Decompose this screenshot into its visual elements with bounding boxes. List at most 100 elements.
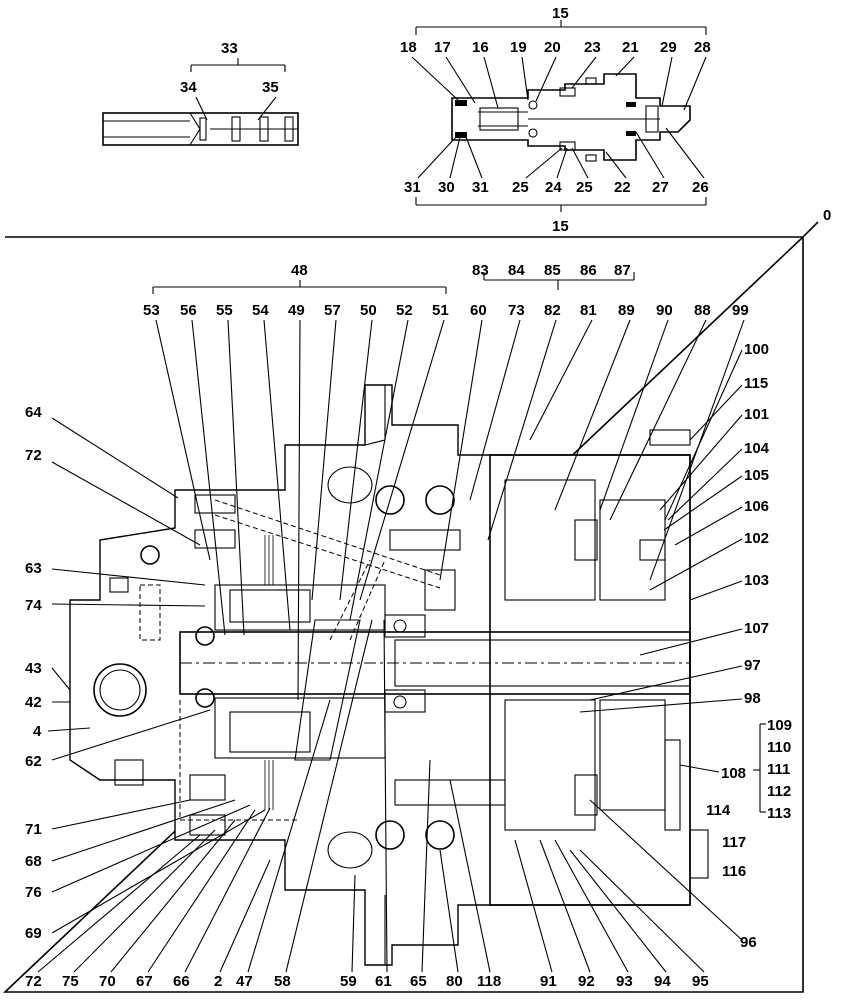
label-23: 23 <box>584 39 601 56</box>
label-19: 19 <box>510 39 527 56</box>
right-callouts: 100 115 101 104 105 106 102 103 107 97 9… <box>579 341 770 951</box>
label-4: 4 <box>33 723 42 740</box>
label-35: 35 <box>262 79 279 96</box>
label-113: 113 <box>767 805 791 822</box>
label-103: 103 <box>744 572 769 589</box>
label-71: 71 <box>25 821 42 838</box>
label-94: 94 <box>654 973 671 990</box>
label-26: 26 <box>692 179 709 196</box>
group-bracket-48: 48 <box>152 262 447 294</box>
label-82: 82 <box>544 302 561 319</box>
label-72-left: 72 <box>25 447 42 464</box>
label-52: 52 <box>396 302 413 319</box>
label-16: 16 <box>472 39 489 56</box>
label-76: 76 <box>25 884 42 901</box>
label-67: 67 <box>136 973 153 990</box>
label-51: 51 <box>432 302 449 319</box>
label-31a: 31 <box>404 179 421 196</box>
label-55: 55 <box>216 302 233 319</box>
label-81: 81 <box>580 302 597 319</box>
label-112: 112 <box>767 783 791 800</box>
label-93: 93 <box>616 973 633 990</box>
motor-cross-section <box>69 384 709 966</box>
group-bracket-83-87: 83 84 85 86 87 <box>472 262 635 290</box>
label-100: 100 <box>744 341 769 358</box>
label-31b: 31 <box>472 179 489 196</box>
left-callouts: 64 72 63 74 43 42 4 62 71 68 76 69 <box>25 404 266 942</box>
label-66: 66 <box>173 973 190 990</box>
label-60: 60 <box>470 302 487 319</box>
label-17: 17 <box>434 39 451 56</box>
label-58: 58 <box>274 973 291 990</box>
label-27: 27 <box>652 179 669 196</box>
label-63: 63 <box>25 560 42 577</box>
label-80: 80 <box>446 973 463 990</box>
label-25b: 25 <box>576 179 593 196</box>
frame-label-0: 0 <box>823 207 831 224</box>
label-107: 107 <box>744 620 769 637</box>
label-117: 117 <box>722 834 746 851</box>
label-72-bottom: 72 <box>25 973 42 990</box>
label-85: 85 <box>544 262 561 279</box>
detail-33-part: 33 34 35 <box>102 40 299 146</box>
label-75: 75 <box>62 973 79 990</box>
label-48: 48 <box>291 262 308 279</box>
label-114: 114 <box>706 802 731 819</box>
label-68: 68 <box>25 853 42 870</box>
detail-15-part: 15 15 18 17 16 19 20 23 21 29 28 <box>400 5 711 235</box>
label-99: 99 <box>732 302 749 319</box>
label-57: 57 <box>324 302 341 319</box>
label-29: 29 <box>660 39 677 56</box>
label-54: 54 <box>252 302 269 319</box>
label-84: 84 <box>508 262 525 279</box>
label-30: 30 <box>438 179 455 196</box>
label-20: 20 <box>544 39 561 56</box>
label-96: 96 <box>740 934 757 951</box>
label-118: 118 <box>477 973 501 990</box>
label-111: 111 <box>767 761 790 778</box>
label-69: 69 <box>25 925 42 942</box>
label-106: 106 <box>744 498 769 515</box>
label-73: 73 <box>508 302 525 319</box>
label-33: 33 <box>221 40 238 57</box>
label-97: 97 <box>744 657 761 674</box>
label-24: 24 <box>545 179 562 196</box>
label-86: 86 <box>580 262 597 279</box>
label-65: 65 <box>410 973 427 990</box>
label-42: 42 <box>25 694 42 711</box>
label-70: 70 <box>99 973 116 990</box>
label-49: 49 <box>288 302 305 319</box>
label-50: 50 <box>360 302 377 319</box>
label-18: 18 <box>400 39 417 56</box>
label-105: 105 <box>744 467 769 484</box>
label-95: 95 <box>692 973 709 990</box>
label-91: 91 <box>540 973 557 990</box>
label-47: 47 <box>236 973 253 990</box>
label-25a: 25 <box>512 179 529 196</box>
label-87: 87 <box>614 262 631 279</box>
label-104: 104 <box>744 440 770 457</box>
label-28: 28 <box>694 39 711 56</box>
label-88: 88 <box>694 302 711 319</box>
label-98: 98 <box>744 690 761 707</box>
label-102: 102 <box>744 530 769 547</box>
label-74: 74 <box>25 597 42 614</box>
label-56: 56 <box>180 302 197 319</box>
label-116: 116 <box>722 863 746 880</box>
label-15-bottom: 15 <box>552 218 569 235</box>
bracket-109-113: 109 110 111 112 113 <box>753 717 792 822</box>
label-89: 89 <box>618 302 635 319</box>
label-64: 64 <box>25 404 42 421</box>
label-115: 115 <box>744 375 768 392</box>
label-83: 83 <box>472 262 489 279</box>
label-110: 110 <box>767 739 791 756</box>
label-15-top: 15 <box>552 5 569 22</box>
label-92: 92 <box>578 973 595 990</box>
label-22: 22 <box>614 179 631 196</box>
label-43: 43 <box>25 660 42 677</box>
bottom-callouts: 72 75 70 67 66 2 47 58 59 61 65 80 118 9… <box>25 619 709 990</box>
label-61: 61 <box>375 973 392 990</box>
label-2: 2 <box>214 973 222 990</box>
label-90: 90 <box>656 302 673 319</box>
